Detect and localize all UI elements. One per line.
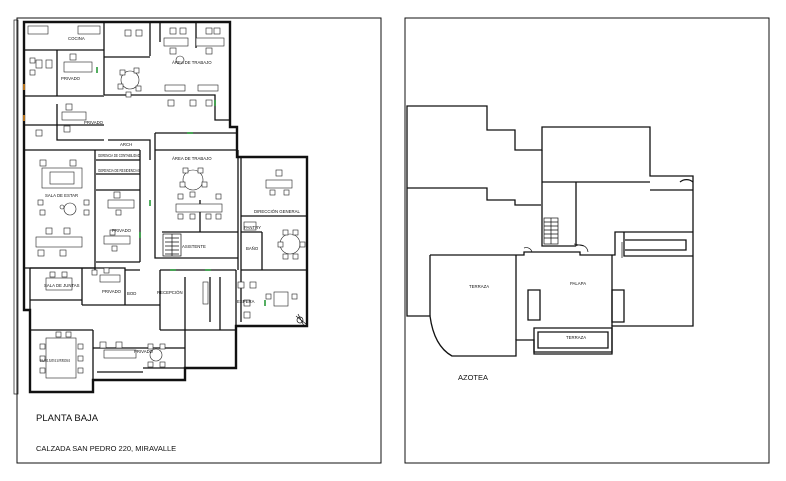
room-label-lounge: SALA DE ESTAR [45,193,78,198]
room-label-work-area-center: ÁREA DE TRABAJO [172,156,212,161]
roof-plan: TERRAZA PALAPA TERRAZA [406,105,694,357]
room-label-private-left: PRIVADO [112,228,132,233]
room-label-storage: BOD [127,291,136,296]
ground-floor-plan: COCINA PRIVADO ÁREA DE TRABAJO PRIVADO A… [13,19,309,395]
room-label-waiting: ESPERA [237,299,255,304]
ground-floor-title: PLANTA BAJA [36,413,99,424]
roof-title: AZOTEA [458,373,488,382]
room-label-private-top: PRIVADO [61,76,81,81]
room-label-private-bottom: PRIVADO [134,349,154,354]
room-label-reception: RECEPCIÓN [157,290,183,295]
room-label-meeting-room-small: SALA DE JUNTAS [44,283,80,288]
room-label-toilet: BAÑO [246,246,259,251]
roof-label-terrace-bottom: TERRAZA [566,335,586,340]
room-label-pantry: PANTRY [244,225,261,230]
room-label-general-direction: DIRECCIÓN GENERAL [254,209,300,214]
room-label-meeting-room-large: SALA DE JUNTAS 16 PERSONAS [40,358,70,363]
roof-sheet-frame [404,17,770,464]
room-label-management: GERENCIA DE RESIDENCIAS [98,168,140,173]
ground-floor-sheet-frame [16,17,382,464]
room-label-work-area-top: ÁREA DE TRABAJO [172,60,212,65]
roof-label-parapet: PALAPA [570,281,586,286]
room-label-accounting: GERENCIA DE CONTABILIDAD [98,153,140,158]
room-label-kitchen: COCINA [68,36,85,41]
ground-floor-address: CALZADA SAN PEDRO 220, MIRAVALLE [36,444,176,453]
room-label-private-mid: PRIVADO [84,120,104,125]
room-label-private-small: PRIVADO [102,289,122,294]
roof-label-terrace-left: TERRAZA [469,284,489,289]
room-label-archive: ARCH [120,142,132,147]
room-label-assistant: ASISTENTE [182,244,206,249]
